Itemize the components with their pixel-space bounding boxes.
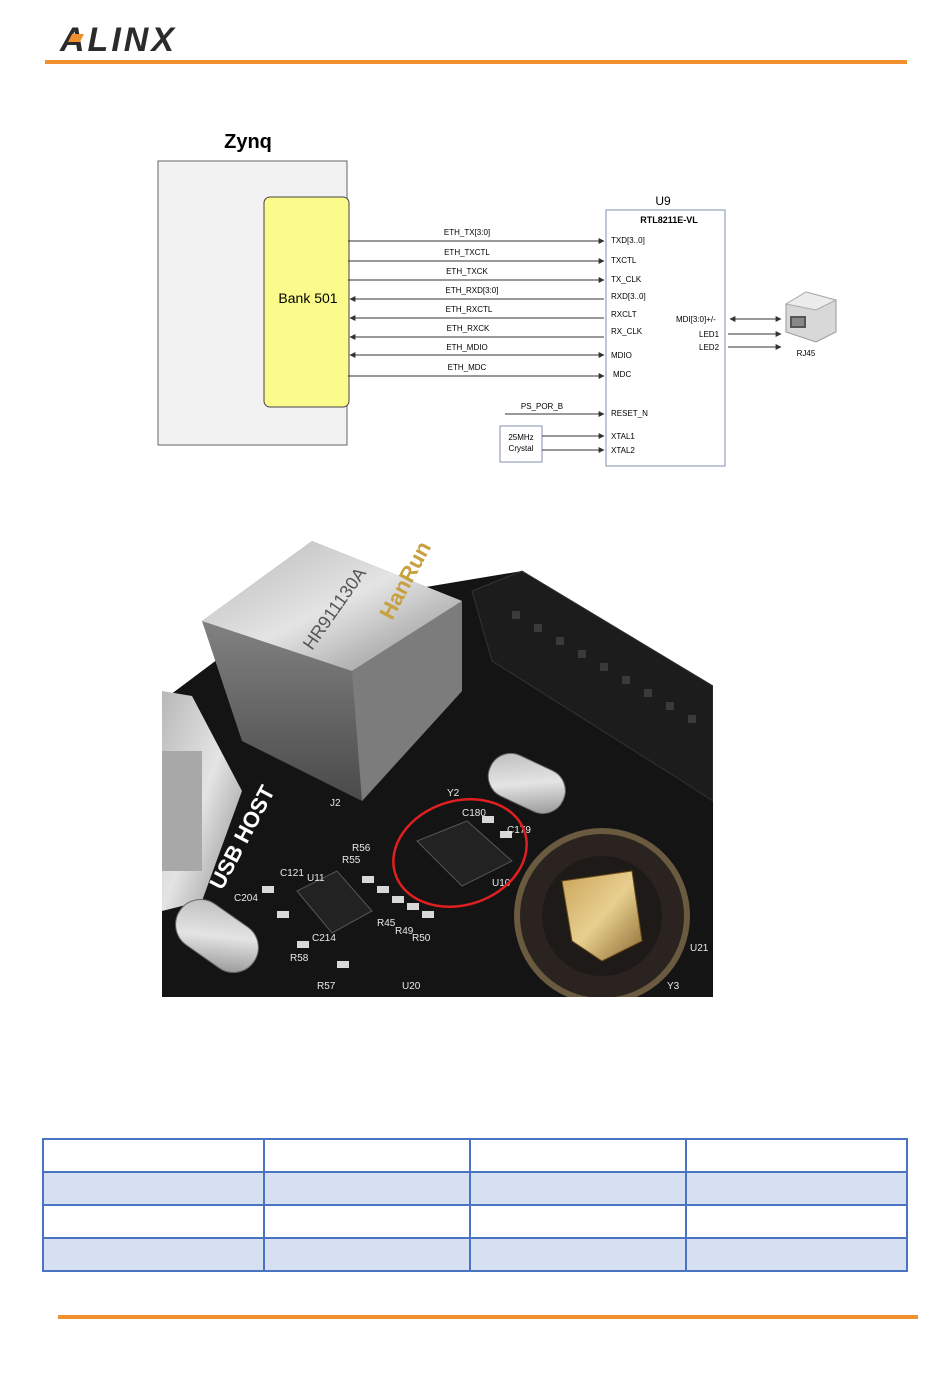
crystal-line1: 25MHz: [508, 433, 533, 442]
footer-rule: [58, 1315, 918, 1319]
silk-u10: U10: [492, 878, 511, 889]
phy-chip-icon: [416, 820, 513, 887]
highlight-circle: [392, 798, 528, 908]
signal-pin-txd: TXD[3..0]: [611, 236, 645, 245]
signal-pin-mdc: MDC: [613, 370, 631, 379]
bank-501-box: [263, 196, 350, 408]
signal-net-rxd: ETH_RXD[3:0]: [446, 286, 499, 295]
ethernet-jack-icon: HanRun HR911130A: [202, 541, 462, 801]
signal-net-txck: ETH_TXCK: [446, 267, 488, 276]
silk-r55: R55: [342, 855, 361, 866]
silk-r56: R56: [352, 843, 371, 854]
pin-header: [471, 570, 713, 802]
crystal-box: [499, 425, 543, 463]
table-cell: [684, 1138, 908, 1173]
table-cell: [263, 1237, 471, 1272]
silk-c179: C179: [507, 825, 531, 836]
table-cell: [469, 1171, 687, 1206]
table-cell: [263, 1204, 471, 1239]
silk-r57: R57: [317, 981, 336, 992]
smd-components: [262, 816, 512, 968]
table-cell: [469, 1237, 687, 1272]
table-cell: [684, 1171, 908, 1206]
silk-y2: Y2: [447, 788, 460, 799]
table-row: [41, 1171, 908, 1206]
zynq-title: Zynq: [224, 131, 272, 153]
signal-net-mdio: ETH_MDIO: [446, 343, 487, 352]
phy-ref: U9: [655, 194, 671, 208]
silk-c180: C180: [462, 808, 486, 819]
silk-y3: Y3: [667, 981, 680, 992]
crystal-can-icon: [487, 752, 566, 815]
table-cell: [263, 1138, 471, 1173]
table-cell: [684, 1204, 908, 1239]
xtal1-pin: XTAL1: [611, 432, 635, 441]
silkscreen-labels: J2 Y2 C180 C179 R55 R56 R45 R49 R50 U11 …: [234, 788, 709, 992]
signal-net-txd: ETH_TX[3:0]: [444, 228, 490, 237]
signal-net-rxck: ETH_RXCK: [447, 324, 490, 333]
crystal-line2: Crystal: [509, 444, 534, 453]
table-cell: [684, 1237, 908, 1272]
usb-connector-icon: [162, 691, 242, 911]
signal-pin-rxck: RX_CLK: [611, 327, 643, 336]
signal-group: ETH_TX[3:0] TXD[3..0] ETH_TXCTL TXCTL ET…: [348, 228, 646, 379]
silk-u11: U11: [307, 873, 325, 884]
signal-net-txctl: ETH_TXCTL: [444, 248, 490, 257]
signal-pin-mdio: MDIO: [611, 351, 632, 360]
bank-501-label: Bank 501: [278, 290, 337, 306]
table-row: [41, 1237, 908, 1272]
table-cell: [41, 1138, 266, 1173]
ethernet-block-diagram: Zynq Bank 501 U9 RTL8211E-VL ETH_TX[3:0]…: [157, 131, 838, 467]
table-cell: [41, 1171, 266, 1206]
silk-c121: C121: [280, 868, 304, 879]
signal-net-mdc: ETH_MDC: [448, 363, 487, 372]
small-chip-icon: [296, 870, 373, 934]
led1-pin: LED1: [699, 330, 720, 339]
alinx-logo: ALINX: [59, 21, 174, 56]
mdi-pin: MDI[3:0]+/-: [676, 315, 716, 324]
table-cell: [263, 1171, 471, 1206]
table-cell: [469, 1204, 687, 1239]
table-cell: [469, 1138, 687, 1173]
table-cell: [41, 1204, 266, 1239]
header-rule: [45, 60, 907, 64]
silk-r58: R58: [290, 953, 309, 964]
signal-pin-rxctl: RXCLT: [611, 310, 637, 319]
rj45-label: RJ45: [797, 349, 816, 358]
signal-table: [41, 1138, 908, 1272]
silk-u21: U21: [690, 943, 709, 954]
silk-c204: C204: [234, 893, 258, 904]
table-row: [41, 1204, 908, 1239]
reset-net: PS_POR_B: [521, 402, 563, 411]
header-pins: [512, 611, 696, 723]
table-cell: [41, 1237, 266, 1272]
signal-pin-rxd: RXD[3..0]: [611, 292, 646, 301]
silk-u20: U20: [402, 981, 421, 992]
rj45-icon: [784, 291, 838, 343]
silk-r50: R50: [412, 933, 431, 944]
silk-c214: C214: [312, 933, 336, 944]
silk-r45: R45: [377, 918, 396, 929]
silk-j2: J2: [330, 798, 341, 809]
table-row: [41, 1138, 908, 1173]
phy-part: RTL8211E-VL: [640, 215, 698, 225]
signal-pin-txck: TX_CLK: [611, 275, 642, 284]
crystal-can-2-icon: [175, 899, 259, 973]
signal-pin-txctl: TXCTL: [611, 256, 637, 265]
phy-box: [605, 209, 726, 467]
led2-pin: LED2: [699, 343, 720, 352]
reset-pin: RESET_N: [611, 409, 648, 418]
logo-accent: [68, 34, 84, 42]
xtal2-pin: XTAL2: [611, 446, 635, 455]
signal-net-rxctl: ETH_RXCTL: [446, 305, 493, 314]
silk-r49: R49: [395, 926, 414, 937]
board-photo: HanRun HR911130A USB HOST J2 Y2 C180 C17…: [162, 541, 713, 997]
battery-holder-icon: [514, 828, 690, 997]
